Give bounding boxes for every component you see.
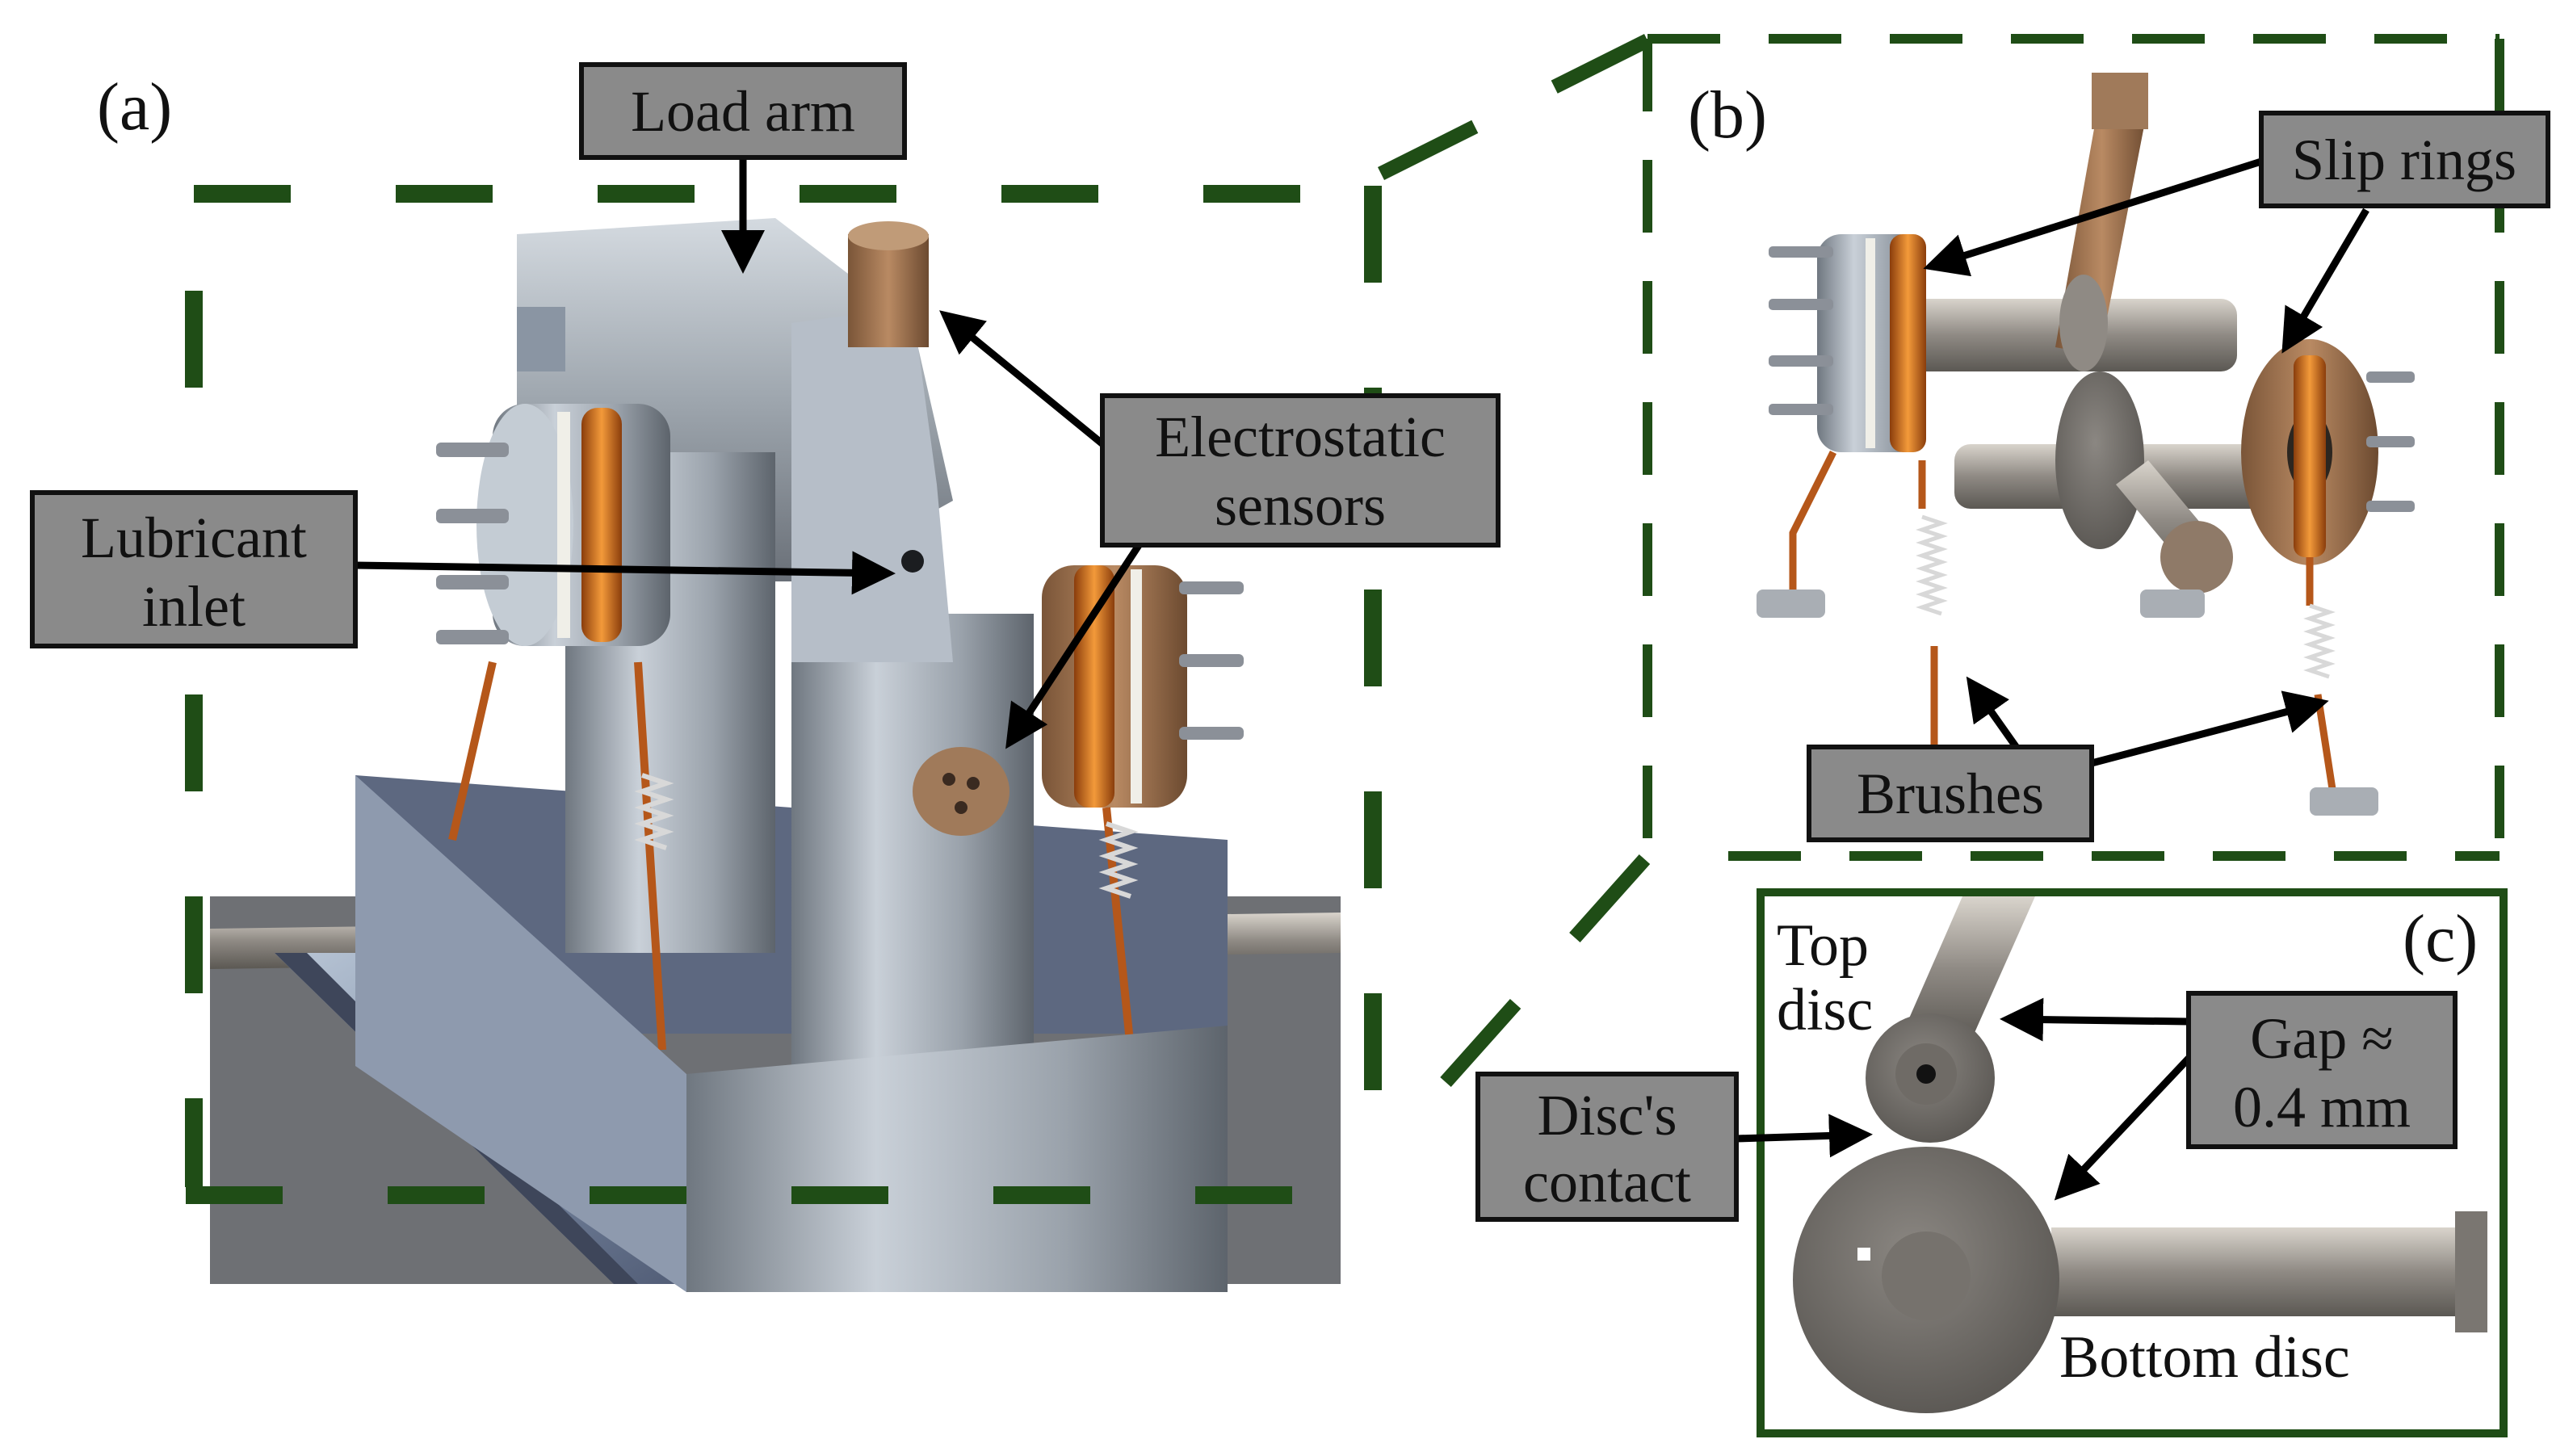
right-white-ring xyxy=(1131,569,1142,804)
b-brush-clamps xyxy=(1757,590,2378,816)
tray-front-wall xyxy=(686,1026,1228,1292)
connector-dashes xyxy=(1377,33,1653,1087)
b-right-bolts xyxy=(2366,371,2415,512)
label-electrostatic-line1: Electrostatic xyxy=(1155,405,1446,469)
arrows xyxy=(355,157,2369,1201)
label-gap-line1: Gap ≈ xyxy=(2250,1006,2393,1071)
panel-b-render xyxy=(1757,73,2415,816)
right-bolts xyxy=(1179,581,1244,740)
label-slip-rings-text: Slip rings xyxy=(2292,128,2516,192)
label-gap: Gap ≈ 0.4 mm xyxy=(2186,991,2458,1149)
b-brush-leads xyxy=(1789,450,2338,800)
panel-letter-a: (a) xyxy=(97,69,172,145)
b-left-copper xyxy=(1890,234,1926,452)
arrow-sensor-bottom xyxy=(1005,531,1150,749)
b-diag-sensor xyxy=(2160,521,2233,594)
b-arm-cap xyxy=(2092,73,2148,129)
label-slip-rings: Slip rings xyxy=(2259,111,2550,208)
c-bottom-shaft xyxy=(2051,1227,2487,1316)
lower-sensor-cap xyxy=(913,747,1009,836)
label-bottom-disc: Bottom disc xyxy=(2059,1324,2350,1391)
left-bolts xyxy=(436,443,509,644)
arrow-gap-bottom xyxy=(2054,1047,2200,1201)
b-upper-shaft xyxy=(1857,299,2237,371)
c-bottom-disc-mark xyxy=(1857,1248,1870,1261)
panel-letter-c: (c) xyxy=(2403,901,2478,976)
label-lubricant-line2: inlet xyxy=(142,574,246,639)
panel-letter-b: (b) xyxy=(1688,78,1767,153)
arrow-brush-right xyxy=(2090,690,2329,767)
springs xyxy=(634,773,1139,899)
label-brushes: Brushes xyxy=(1807,745,2094,842)
arrow-gap-top xyxy=(2000,997,2189,1042)
top-sensor-cap xyxy=(848,221,929,250)
left-copper-ring xyxy=(581,408,622,642)
label-electrostatic-line2: sensors xyxy=(1215,473,1386,538)
tray-left-wall xyxy=(355,775,686,1292)
right-copper-ring xyxy=(1074,565,1114,808)
c-top-disc-hole xyxy=(1916,1064,1936,1084)
c-top-rod xyxy=(1906,896,2035,1042)
label-load-arm-text: Load arm xyxy=(631,79,855,144)
label-load-arm: Load arm xyxy=(579,62,907,160)
lubricant-hole xyxy=(901,550,924,573)
b-left-bolts xyxy=(1769,246,1833,415)
brush-leads xyxy=(448,661,1135,1051)
c-bottom-disc-hub xyxy=(1882,1232,1971,1320)
pedestal xyxy=(791,614,1034,1066)
panel-a-render xyxy=(210,218,1341,1292)
label-contact-line2: contact xyxy=(1523,1150,1691,1215)
top-sensor-body xyxy=(848,234,929,347)
label-lubricant-inlet: Lubricant inlet xyxy=(30,490,358,648)
b-right-copper xyxy=(2294,355,2326,557)
b-upper-disc xyxy=(2059,275,2108,371)
panel-c-render xyxy=(1793,896,2487,1413)
label-discs-contact: Disc's contact xyxy=(1475,1072,1739,1222)
arrow-lubricant xyxy=(355,551,896,595)
c-shaft-collar xyxy=(2455,1211,2487,1332)
central-plate xyxy=(791,307,953,662)
left-white-ring xyxy=(557,412,570,638)
label-electrostatic-sensors: Electrostatic sensors xyxy=(1100,393,1501,548)
load-arm-slot xyxy=(517,307,565,371)
label-contact-line1: Disc's xyxy=(1538,1083,1677,1148)
panel-a-dashed-frame xyxy=(185,185,1382,1204)
label-gap-line2: 0.4 mm xyxy=(2233,1075,2411,1139)
label-top-disc-line1: Top xyxy=(1777,913,1869,979)
label-brushes-text: Brushes xyxy=(1857,762,2044,826)
b-springs xyxy=(1916,514,2336,679)
b-left-white xyxy=(1866,238,1875,448)
arrow-contact xyxy=(1736,1114,1873,1158)
label-lubricant-line1: Lubricant xyxy=(81,506,307,570)
arrow-brush-left xyxy=(1966,676,2022,753)
arrow-slip-right xyxy=(2281,208,2369,354)
arrow-sensor-top xyxy=(939,310,1125,464)
b-lower-disc xyxy=(2055,371,2144,549)
label-top-disc-line2: disc xyxy=(1777,977,1873,1043)
arrow-slip-left xyxy=(1923,157,2263,277)
lower-sensor-holes xyxy=(942,773,980,814)
